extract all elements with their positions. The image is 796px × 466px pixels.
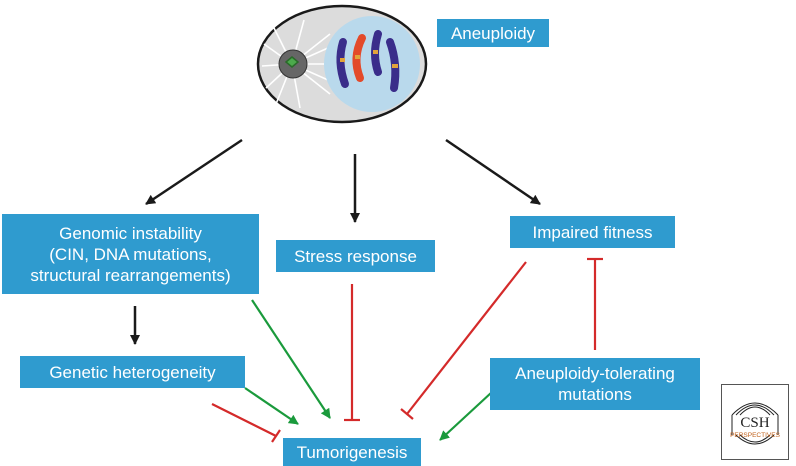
label-aneuploidy: Aneuploidy — [450, 23, 536, 43]
label-genomic-line2: (CIN, DNA mutations, — [49, 244, 212, 264]
arrow-genomic-to-tumorigenesis — [251, 299, 331, 419]
arrows-black — [130, 138, 541, 345]
label-tolerating-line2: mutations — [558, 385, 632, 404]
label-genomic-line3: structural rearrangements) — [30, 265, 231, 285]
arrows-green — [244, 299, 493, 441]
logo-perspectives-text: PERSPECTIVES — [730, 432, 781, 439]
chromosomes — [336, 30, 400, 92]
label-genomic-line1: Genomic instability — [59, 223, 202, 243]
node-genomic-instability: Genomic instability (CIN, DNA mutations,… — [2, 214, 259, 294]
arrow-to-impaired-fitness — [445, 138, 541, 206]
arrow-to-genomic-instability — [145, 138, 243, 206]
label-tumorigenesis: Tumorigenesis — [296, 442, 408, 462]
inhibit-lines-red — [211, 257, 603, 443]
logo-emblem — [731, 402, 779, 445]
csh-perspectives-logo: CSH PERSPECTIVES — [721, 384, 789, 460]
label-genetic-heterogeneity: Genetic heterogeneity — [49, 362, 216, 382]
centriole — [284, 56, 300, 68]
inhibit-heterogeneity — [211, 403, 277, 437]
arrow-tolerating-to-tumorigenesis — [439, 391, 493, 441]
cell-illustration — [256, 4, 428, 124]
node-genetic-heterogeneity: Genetic heterogeneity — [20, 356, 245, 388]
arrow-heterogeneity-to-tumorigenesis — [244, 387, 299, 425]
node-tumorigenesis: Tumorigenesis — [283, 438, 421, 466]
node-aneuploidy-tolerating: Aneuploidy-tolerating mutations — [490, 358, 700, 410]
inhibit-impaired-fitness — [406, 261, 527, 415]
logo-csh-text: CSH — [740, 415, 769, 431]
node-aneuploidy: Aneuploidy — [437, 19, 549, 47]
label-tolerating-line1: Aneuploidy-tolerating — [515, 364, 675, 383]
node-impaired-fitness: Impaired fitness — [510, 216, 675, 248]
label-impaired-fitness: Impaired fitness — [532, 222, 653, 242]
node-stress-response: Stress response — [276, 240, 435, 272]
label-stress-response: Stress response — [294, 246, 417, 266]
